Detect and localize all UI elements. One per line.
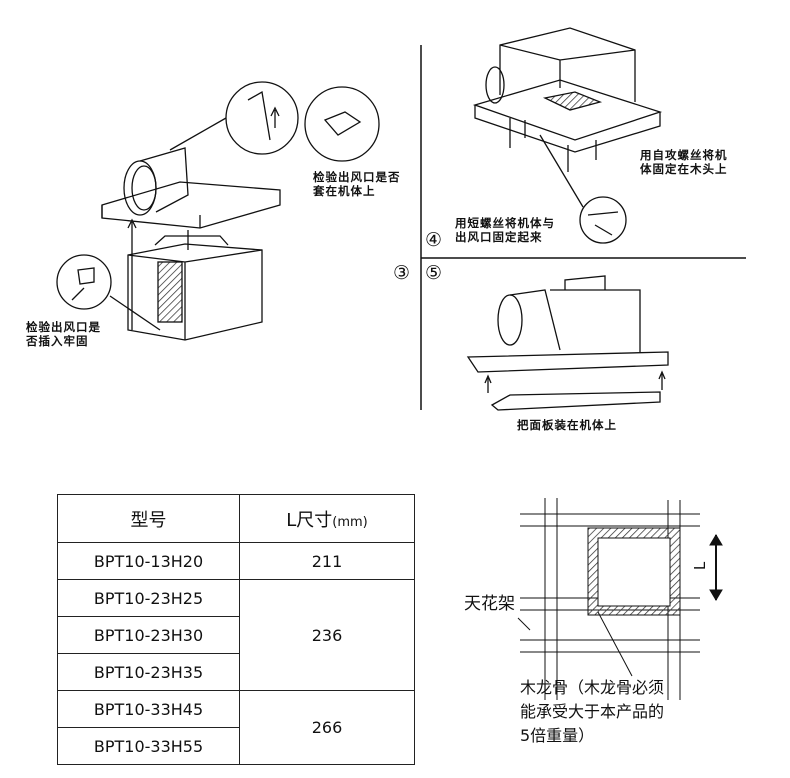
label-line: 出风口固定起来 <box>455 230 543 244</box>
step4-short-screw-label: 用短螺丝将机体与出风口固定起来 <box>455 216 555 244</box>
step3-check-outlet-fit-label: 检验出风口是否套在机体上 <box>313 170 401 198</box>
step4-self-tapping-screw-label: 用自攻螺丝将机体固定在木头上 <box>640 148 728 176</box>
table-row: BPT10-23H35 <box>57 653 415 691</box>
table-row: BPT10-33H55 <box>57 727 415 765</box>
label-line: 体固定在木头上 <box>640 162 728 176</box>
size-cell: 236 <box>239 579 415 691</box>
step5-drawing <box>466 275 669 411</box>
model-cell: BPT10-13H20 <box>57 542 240 580</box>
label-line: 检验出风口是 <box>26 320 101 334</box>
step-number-5: ⑤ <box>425 262 443 284</box>
step-number-4: ④ <box>425 229 443 251</box>
step-number-3: ③ <box>393 262 411 284</box>
label-line: 检验出风口是否 <box>313 170 401 184</box>
step3-drawing <box>56 81 380 341</box>
step3-check-outlet-insert-label: 检验出风口是否插入牢固 <box>26 320 101 348</box>
label-line: 否插入牢固 <box>26 334 89 348</box>
table-row: BPT10-23H30 <box>57 616 415 654</box>
header-size-unit: (mm) <box>332 514 368 530</box>
header-size-label: L尺寸 <box>286 509 333 531</box>
model-cell: BPT10-33H55 <box>57 727 240 765</box>
header-size: L尺寸(mm) <box>239 494 415 543</box>
note-line: 木龙骨（木龙骨必须 <box>520 678 665 697</box>
label-line: 用自攻螺丝将机 <box>640 148 728 162</box>
ceiling-frame-diagram <box>517 498 723 700</box>
label-line: 套在机体上 <box>313 184 376 198</box>
step5-panel-label: 把面板装在机体上 <box>517 418 617 432</box>
model-cell: BPT10-33H45 <box>57 690 240 728</box>
step4-drawing <box>472 27 663 244</box>
table-header-row: 型号 L尺寸(mm) <box>57 494 415 543</box>
model-cell: BPT10-23H30 <box>57 616 240 654</box>
note-line: 5倍重量） <box>520 726 595 745</box>
ceiling-frame-label: 天花架 <box>464 594 515 614</box>
model-cell: BPT10-23H35 <box>57 653 240 691</box>
dimension-l-label: L <box>691 561 710 571</box>
size-cell: 266 <box>239 690 415 765</box>
model-cell: BPT10-23H25 <box>57 579 240 617</box>
size-cell: 211 <box>239 542 415 580</box>
header-model: 型号 <box>57 494 240 543</box>
label-line: 用短螺丝将机体与 <box>455 216 555 230</box>
note-line: 能承受大于本产品的 <box>520 702 665 721</box>
wood-joist-note: 木龙骨（木龙骨必须能承受大于本产品的 5倍重量） <box>520 676 664 748</box>
